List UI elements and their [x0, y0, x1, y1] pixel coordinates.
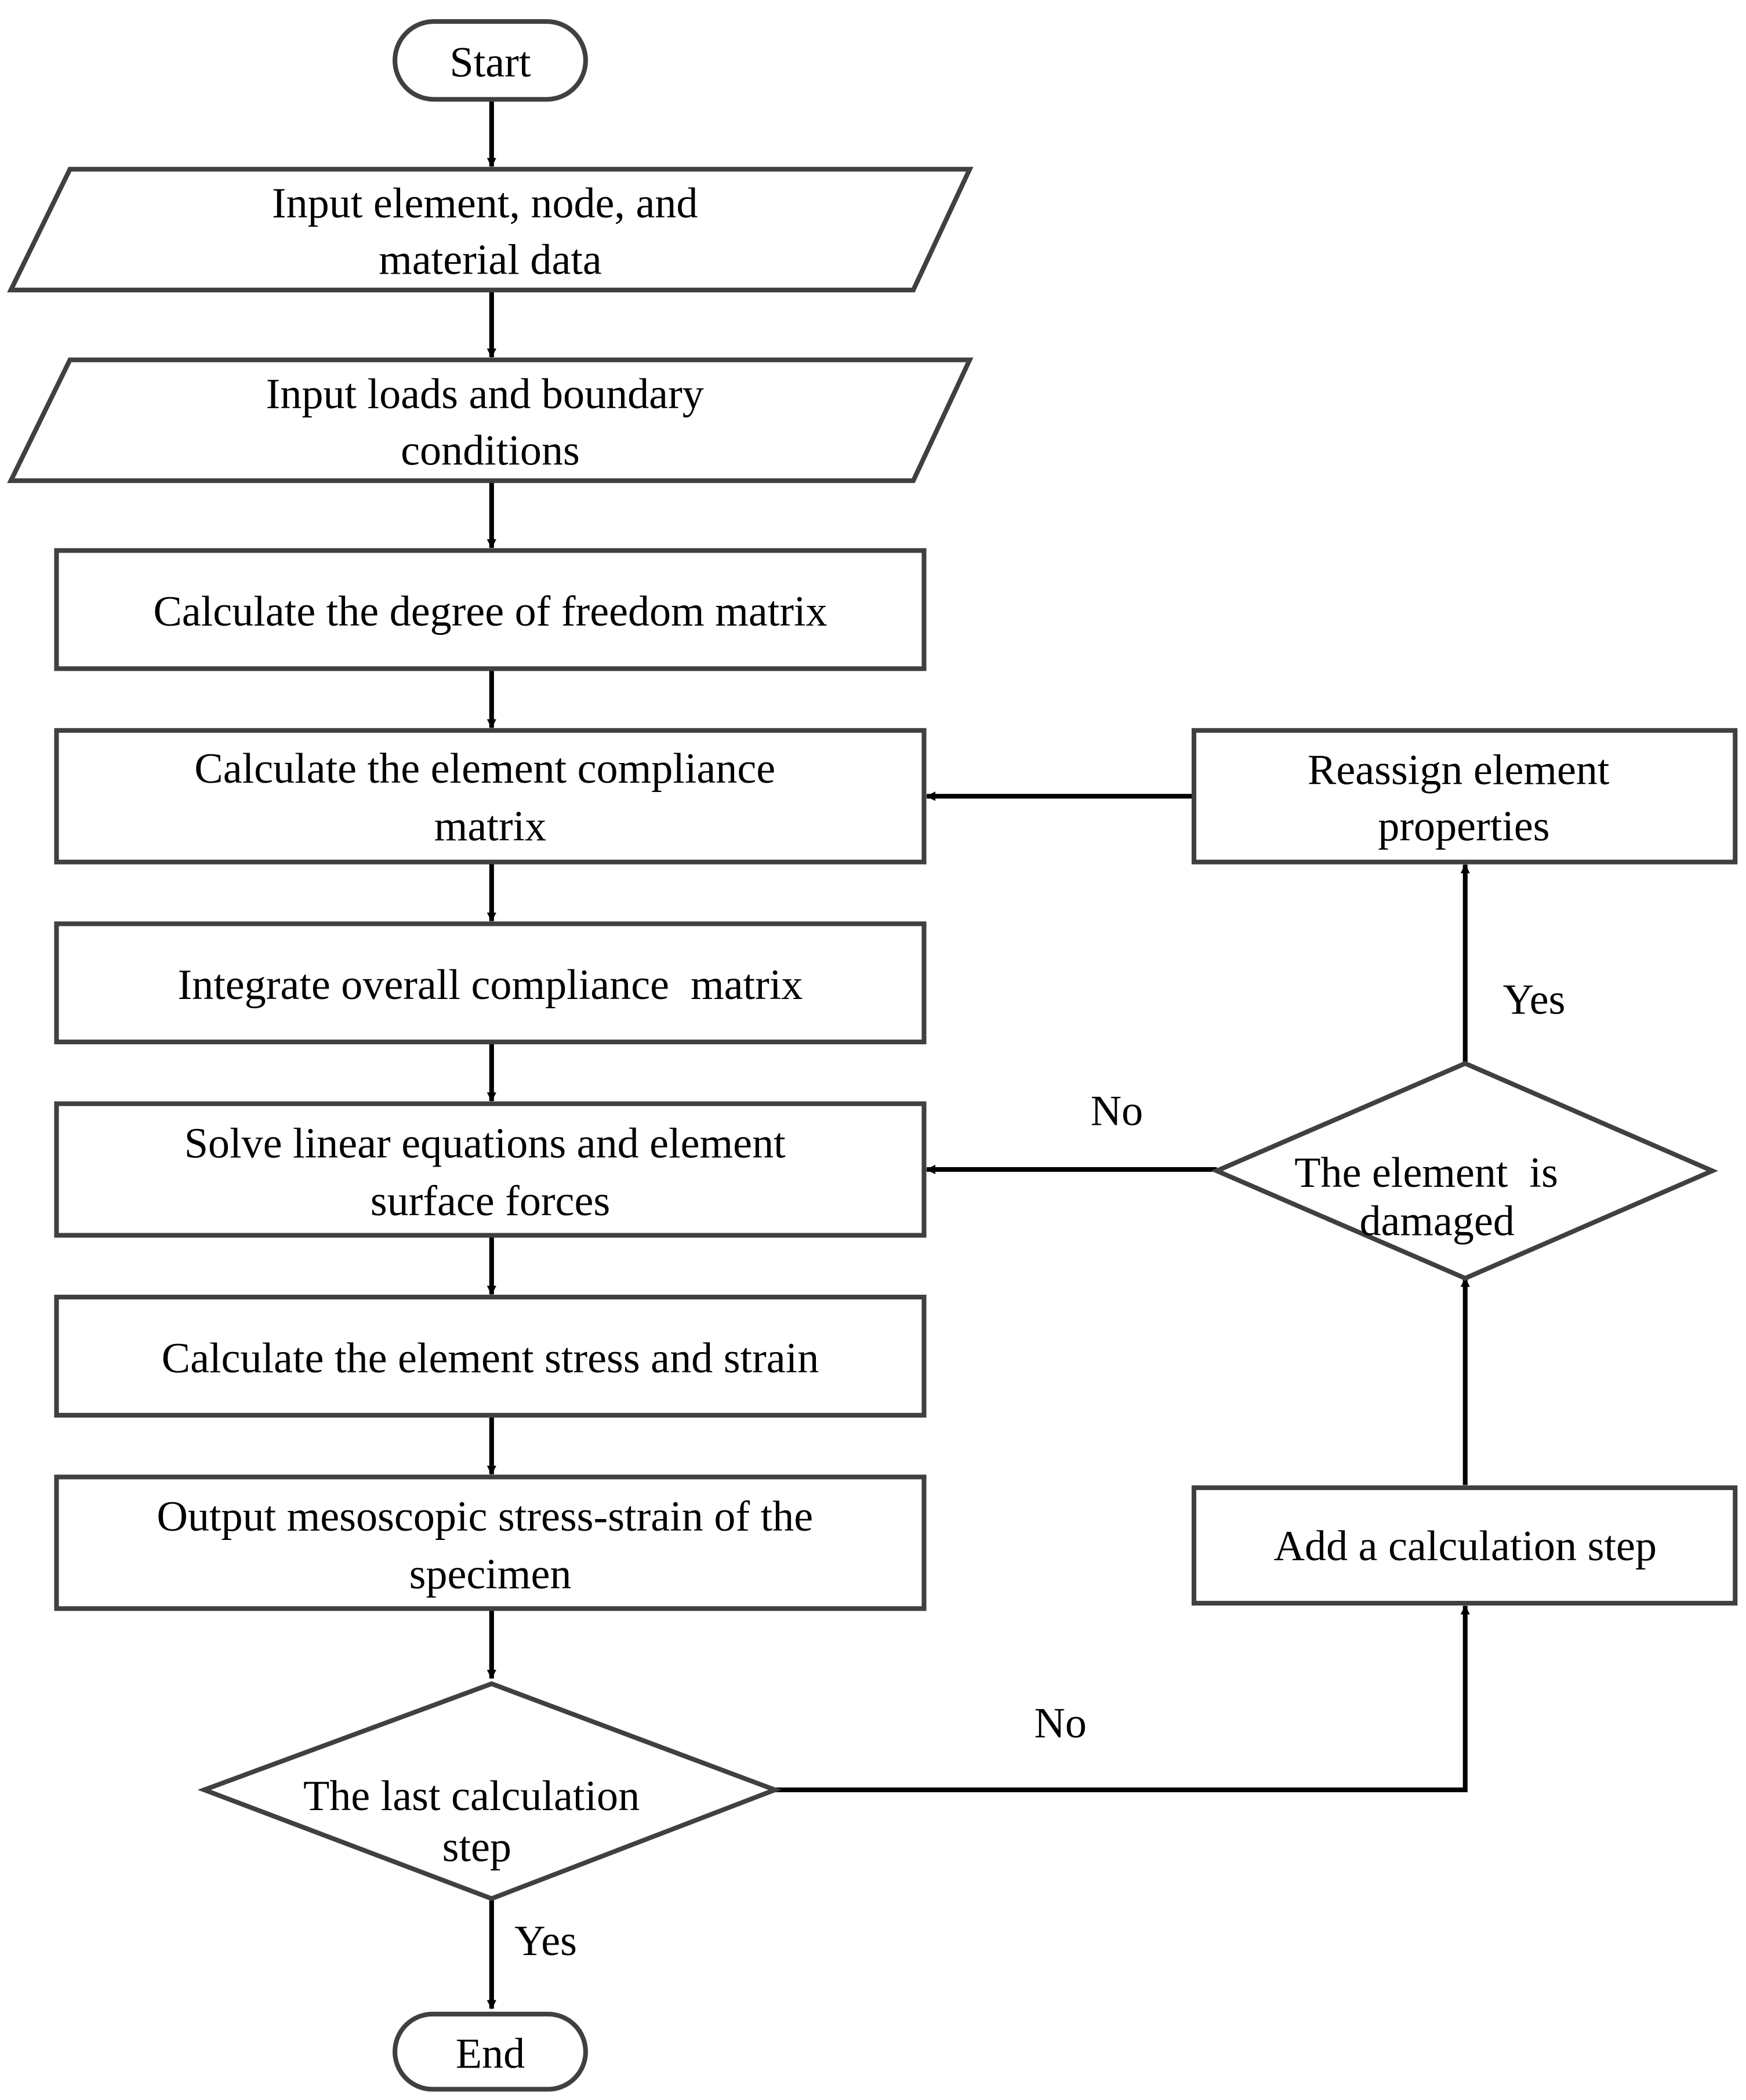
damaged-yes-label: Yes	[1503, 976, 1566, 1023]
add-step-label: Add a calculation step	[1274, 1523, 1657, 1570]
output-label: Output mesoscopic stress-strain of the s…	[157, 1493, 823, 1598]
reassign-node: Reassign element properties	[1191, 728, 1738, 864]
calc-dof-node: Calculate the degree of freedom matrix	[54, 548, 927, 671]
calc-stress-label: Calculate the element stress and strain	[162, 1335, 819, 1382]
end-label: End	[456, 2030, 525, 2077]
input-loads-label: Input loads and boundary conditions	[266, 370, 715, 474]
calc-stress-node: Calculate the element stress and strain	[54, 1295, 927, 1418]
last-step-label: The last calculation step	[303, 1772, 651, 1871]
arrow-last-step-no-to-add-step	[775, 1605, 1470, 1793]
solve-label: Solve linear equations and element surfa…	[184, 1120, 797, 1225]
calc-compliance-label: Calculate the element compliance matrix	[194, 745, 786, 851]
input-element-data-node: Input element, node, and material data	[7, 166, 974, 293]
solve-node: Solve linear equations and element surfa…	[54, 1101, 927, 1238]
damaged-no-label: No	[1091, 1088, 1144, 1135]
start-label: Start	[450, 39, 531, 86]
connectors	[487, 99, 1470, 2010]
input-loads-node: Input loads and boundary conditions	[7, 357, 974, 484]
output-node: Output mesoscopic stress-strain of the s…	[54, 1474, 927, 1611]
last-step-yes-label: Yes	[514, 1917, 577, 1965]
end-node: End	[393, 2011, 588, 2092]
integrate-node: Integrate overall compliance matrix	[54, 921, 927, 1045]
add-step-node: Add a calculation step	[1191, 1485, 1738, 1606]
calc-compliance-node: Calculate the element compliance matrix	[54, 728, 927, 864]
reassign-label: Reassign element properties	[1308, 746, 1620, 850]
last-step-decision: The last calculation step	[197, 1681, 782, 1901]
integrate-label: Integrate overall compliance matrix	[177, 961, 803, 1009]
damaged-label: The element is damaged	[1294, 0, 1633, 1245]
calc-dof-label: Calculate the degree of freedom matrix	[153, 588, 827, 635]
last-step-no-label: No	[1034, 1700, 1087, 1747]
input-element-data-label: Input element, node, and material data	[272, 180, 709, 284]
start-node: Start	[393, 19, 588, 102]
damaged-decision: The element is damaged	[1211, 0, 1719, 1281]
